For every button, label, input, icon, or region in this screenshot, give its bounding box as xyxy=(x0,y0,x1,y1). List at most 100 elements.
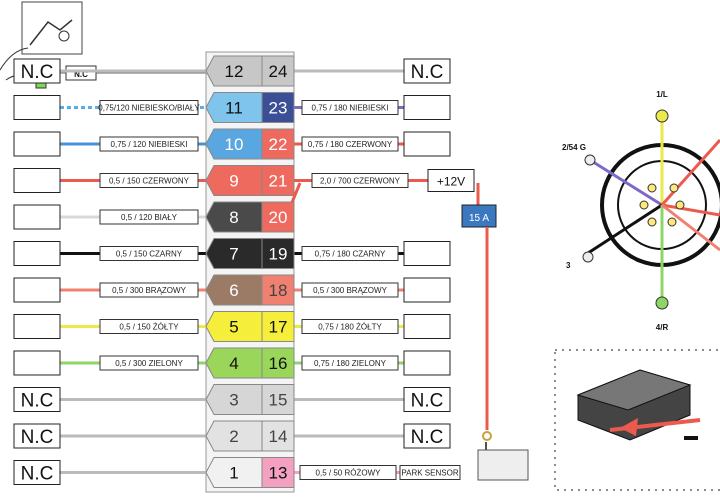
fuse-label: 15 A xyxy=(469,213,489,224)
device-box xyxy=(403,277,451,303)
wire-label: 0,5 / 150 CZARNY xyxy=(116,250,183,259)
pin-number: 17 xyxy=(269,318,288,337)
pin-number: 14 xyxy=(269,427,288,446)
right-pin-row: 14 N.C xyxy=(261,420,451,452)
wire-label: 0,5 / 300 BRĄZOWY xyxy=(112,286,186,295)
pin-number: 21 xyxy=(269,172,288,191)
pin-number: 23 xyxy=(269,99,288,118)
wire-label: 0,75 / 180 CZARNY xyxy=(315,250,386,259)
socket-diagram: 1/L 2/54 G 3 4/R xyxy=(562,90,720,332)
device-box xyxy=(13,95,61,120)
pin-number: 2 xyxy=(229,427,238,446)
pin-tile xyxy=(205,457,263,488)
pin-number: 4 xyxy=(229,354,238,373)
device-box xyxy=(13,58,61,84)
wire-label-box xyxy=(301,355,399,371)
wire-label-box xyxy=(99,209,199,225)
device-box xyxy=(403,350,451,376)
device-box xyxy=(403,95,451,120)
pin-tile xyxy=(261,457,295,488)
wire-label-box xyxy=(311,173,409,188)
device-box xyxy=(13,314,61,339)
battery-icon xyxy=(477,449,529,481)
pin-number: 13 xyxy=(269,464,288,483)
device-box xyxy=(13,387,61,412)
right-pin-row: 17 0,75 / 180 ŻÓŁTY xyxy=(261,311,451,342)
socket-pin3-label: 3 xyxy=(566,261,571,270)
wire-label: 2,0 / 700 CZERWONY xyxy=(320,177,401,186)
pin-number: 11 xyxy=(225,99,243,118)
wire-label-box xyxy=(301,136,399,152)
wire-label: 0,75 / 180 NIEBIESKI xyxy=(312,104,389,113)
wire-label-box xyxy=(299,465,397,480)
device-box xyxy=(13,168,61,193)
device-box xyxy=(427,169,475,192)
socket-pin1-label: 1/L xyxy=(656,90,668,99)
device-label: N.C xyxy=(21,464,54,485)
device-label: PARK SENSOR xyxy=(401,469,458,478)
pin-number: 6 xyxy=(229,281,238,300)
right-pin-row: 13 0,5 / 50 RÓŻOWY PARK SENSOR xyxy=(261,457,461,488)
wire-label: 0,5 / 120 BIAŁY xyxy=(121,213,178,222)
left-pin-row: 0,5 / 150 ŻÓŁTY 5 xyxy=(13,311,263,342)
pin-number: 24 xyxy=(269,62,288,81)
pin-tile xyxy=(261,238,295,269)
wire-label-box xyxy=(99,173,199,188)
wire-label: 0,5 / 50 RÓŻOWY xyxy=(316,469,382,478)
pin-number: 3 xyxy=(229,391,238,410)
device-box xyxy=(13,277,61,303)
device-label: N.C xyxy=(411,427,444,448)
device-label: +12V xyxy=(437,175,465,189)
right-pin-row: 21 2,0 / 700 CZERWONY +12V xyxy=(261,165,475,196)
wire-label-box xyxy=(301,319,399,334)
pin-tile xyxy=(205,420,263,452)
wire-label-box xyxy=(99,136,199,152)
left-pin-row: N.C 2 xyxy=(13,420,263,452)
device-label: N.C xyxy=(411,391,444,412)
right-pin-row: 15 N.C xyxy=(261,384,451,415)
device-label: N.C xyxy=(21,391,54,412)
left-pin-row: 0,5 / 300 BRĄZOWY 6 xyxy=(13,274,263,306)
device-box xyxy=(13,241,61,266)
left-pin-row: 0,5 / 300 ZIELONY 4 xyxy=(13,347,263,379)
wire-label-box xyxy=(301,100,399,115)
wire-label: 0,75 / 180 ŻÓŁTY xyxy=(318,323,382,332)
wire-label-box xyxy=(301,282,399,298)
wire-label: 0,75/120 NIEBIESKO/BIAŁY xyxy=(98,104,200,113)
park-sensor-module-sketch xyxy=(554,349,720,491)
wire-label: 0,5 / 150 ŻÓŁTY xyxy=(119,323,179,332)
pin-tile xyxy=(205,238,263,269)
pin-tile xyxy=(205,92,263,123)
pin-tile xyxy=(205,55,263,87)
wire-label-box xyxy=(99,100,199,115)
pin-number: 15 xyxy=(269,391,288,410)
wire-label: 0,5 / 300 ZIELONY xyxy=(115,359,183,368)
device-label: N.C xyxy=(21,427,54,448)
right-pin-row: 24 N.C xyxy=(261,55,451,87)
pin-tile xyxy=(205,201,263,233)
device-box xyxy=(13,423,61,449)
device-box xyxy=(403,387,451,412)
device-label: N.C xyxy=(21,62,54,83)
device-box xyxy=(13,131,61,157)
pin-tile xyxy=(205,274,263,306)
fuse xyxy=(461,204,497,228)
pin-tile xyxy=(261,384,295,415)
pin-tile xyxy=(205,384,263,415)
left-pin-row: N.C 1 xyxy=(13,457,263,488)
connector-block xyxy=(205,51,295,493)
pin-number: 1 xyxy=(229,464,238,483)
socket-pin2-label: 2/54 G xyxy=(562,143,586,152)
wire-label-box xyxy=(301,246,399,261)
wire-label: 0,75 / 180 ZIELONY xyxy=(314,359,387,368)
device-label: N.C xyxy=(411,62,444,83)
pin-number: 5 xyxy=(229,318,238,337)
pin-tile xyxy=(205,347,263,379)
